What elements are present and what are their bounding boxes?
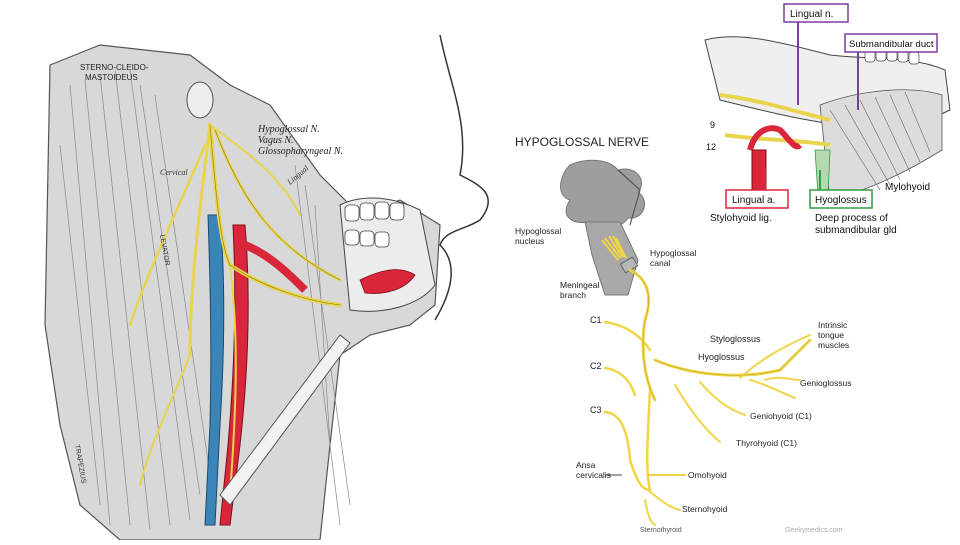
label-deep-process: Deep process of [815, 213, 888, 224]
medulla [584, 221, 639, 296]
submandibular-drawing: Lingual n. Submandibular duct Lingual a.… [704, 3, 951, 236]
label-hypoglossal-n: Hypoglossal N. [257, 124, 320, 135]
digastric-muscle [219, 334, 351, 506]
hypoglossal-nucleus-fibers [601, 235, 627, 261]
hypoglossal-nerve-diagram: HYPOGLOSSAL NERVE [510, 130, 890, 540]
box-submandibular-duct [844, 33, 938, 53]
label-c3: C3 [590, 405, 602, 415]
lingual-artery [747, 125, 803, 151]
diagram-title: HYPOGLOSSAL NERVE [515, 135, 649, 149]
ear-lobe [186, 81, 214, 119]
brainstem-spine [617, 169, 641, 226]
c2-root [603, 366, 637, 397]
label-lingual-a: Lingual a. [732, 195, 775, 206]
label-hypoglossal-nucleus-2: nucleus [515, 236, 544, 246]
label-lingual-n: Lingual n. [790, 9, 833, 20]
label-glossopharyngeal-n: Glossopharyngeal N. [258, 146, 343, 157]
box-hyoglossus [809, 189, 873, 209]
c3-root [603, 410, 632, 462]
c1-root [603, 320, 652, 352]
oral-tissue [359, 269, 416, 294]
neck-dissection-drawing: STERNO-CLEIDO- MASTOIDEUS Hypoglossal N.… [44, 34, 489, 541]
ansa-descending [646, 388, 652, 492]
label-stylohyoid-lig: Stylohyoid lig. [710, 213, 772, 224]
label-genioglossus: Genioglossus [800, 378, 852, 388]
label-sternohyoid: Sternohyoid [682, 504, 728, 514]
mylohyoid-striations [829, 91, 931, 191]
label-omohyoid: Omohyoid [688, 470, 727, 480]
geniohyoid-branch [699, 381, 746, 416]
main-trunk [628, 268, 657, 402]
sternohyoid-branch [647, 489, 681, 511]
label-cervical: Cervical [160, 168, 188, 177]
label-thyrohyoid: Thyrohyoid (C1) [736, 438, 797, 448]
hypoglossal-nerve [724, 133, 831, 147]
label-intrinsic-2: tongue [818, 330, 844, 340]
label-ansa-1: Ansa [576, 460, 596, 470]
thyrohyoid-branch [674, 384, 721, 443]
genioglossus-branch [764, 376, 801, 381]
label-hypoglossal-nucleus-1: Hypoglossal [515, 226, 561, 236]
label-intrinsic-1: Intrinsic [818, 320, 848, 330]
box-lingual-n [783, 3, 849, 23]
label-styloglossus: Styloglossus [710, 334, 761, 344]
nerve-outline [209, 124, 341, 306]
label-geniohyoid: Geniohyoid (C1) [750, 411, 812, 421]
submandibular-illustration: Lingual n. Submandibular duct Lingual a.… [680, 0, 960, 240]
hyoglossus-branch [749, 379, 796, 399]
neck-dissection-illustration: STERNO-CLEIDO- MASTOIDEUS Hypoglossal N.… [40, 25, 500, 541]
label-c2: C2 [590, 361, 602, 371]
internal-jugular-vein [204, 214, 225, 526]
label-num-12: 12 [706, 142, 716, 152]
nerve-trunks [603, 268, 812, 526]
label-c1: C1 [590, 315, 602, 325]
label-ansa-2: cervicalis [576, 470, 611, 480]
label-submandibular-gld: submandibular gld [815, 225, 897, 236]
label-submandibular-duct: Submandibular duct [849, 39, 934, 50]
hypoglossal-schematic: HYPOGLOSSAL NERVE [515, 135, 852, 534]
carotid-artery [219, 224, 249, 526]
watermark: Geekymedics.com [785, 527, 843, 534]
label-hyoglossus: Hyoglossus [815, 195, 867, 206]
label-hyoglossus: Hyoglossus [698, 352, 745, 362]
nerve-trunk-outline [629, 269, 811, 401]
label-mylohyoid: Mylohyoid [885, 182, 930, 193]
sternothyroid-branch [644, 499, 656, 526]
teeth [344, 201, 405, 248]
label-mastoideus: MASTOIDEUS [85, 73, 138, 82]
label-hypoglossal-canal-1: Hypoglossal [650, 248, 696, 258]
label-sterno-cleido: STERNO-CLEIDO- [80, 63, 149, 72]
label-meningeal-1: Meningeal [560, 280, 599, 290]
label-hypoglossal-canal-2: canal [650, 258, 670, 268]
label-num-9: 9 [710, 120, 715, 130]
muscle-striations [59, 69, 351, 531]
label-vagus-n: Vagus N. [258, 135, 294, 146]
box-lingual-a [725, 189, 789, 209]
styloglossus-branch [739, 334, 811, 379]
lingual-nerve [719, 93, 831, 122]
label-meningeal-2: branch [560, 290, 586, 300]
label-sternothyroid: Sternothyroid [640, 527, 682, 534]
external-carotid-branch [243, 241, 308, 293]
label-intrinsic-3: muscles [818, 340, 849, 350]
face-profile-outline [434, 34, 489, 321]
